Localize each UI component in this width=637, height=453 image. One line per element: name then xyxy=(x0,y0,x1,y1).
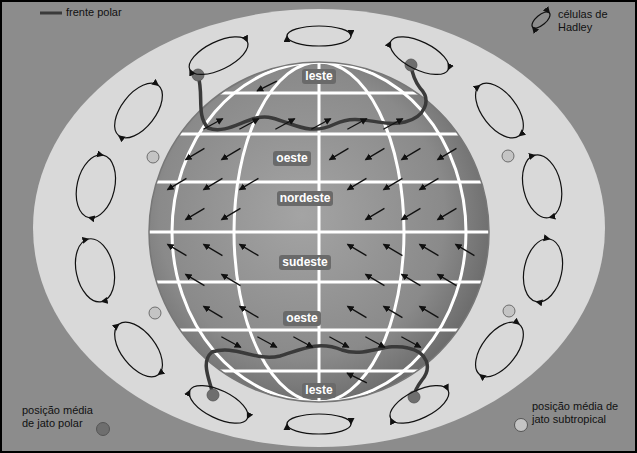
hadley-cells xyxy=(70,26,568,434)
wind-arrow xyxy=(222,274,241,285)
wind-arrow xyxy=(348,306,367,317)
wind-arrow xyxy=(186,274,205,285)
wind-arrow xyxy=(222,208,241,219)
wind-arrow xyxy=(204,306,223,317)
wind-arrow xyxy=(348,244,367,255)
wind-arrow xyxy=(438,208,457,219)
atmosphere-ring xyxy=(33,9,605,447)
legend-swatch xyxy=(514,418,528,432)
hadley-cell-icon xyxy=(529,9,552,31)
wind-arrow xyxy=(402,148,421,159)
wind-arrow xyxy=(329,337,348,348)
wind-arrow xyxy=(384,244,403,255)
wind-arrow xyxy=(383,119,402,130)
wind-arrow xyxy=(186,208,205,219)
wind-arrow xyxy=(347,119,366,130)
wind-arrow xyxy=(240,244,259,255)
wind-arrow xyxy=(222,148,241,159)
wind-arrow xyxy=(347,373,367,383)
wind-arrow xyxy=(420,306,439,317)
wind-arrow xyxy=(257,81,277,91)
wind-arrow xyxy=(366,274,385,285)
wind-arrow xyxy=(240,306,259,317)
legend-text: posição média de jato subtropical xyxy=(532,400,628,426)
wind-arrow xyxy=(221,337,240,348)
wind-arrow xyxy=(365,337,384,348)
wind-label: leste xyxy=(302,383,335,398)
wind-arrow xyxy=(293,337,312,348)
wind-arrow xyxy=(456,244,475,255)
wind-arrow xyxy=(168,178,187,189)
wind-label: sudeste xyxy=(279,255,330,270)
legend-item: posição média de jato polar xyxy=(22,404,102,430)
legend-item: frente polar xyxy=(66,6,186,19)
wind-arrow xyxy=(366,208,385,219)
wind-arrow xyxy=(186,148,205,159)
wind-label: nordeste xyxy=(277,191,334,206)
wind-label: leste xyxy=(302,69,335,84)
wind-arrow xyxy=(203,119,222,130)
legend-item: células de Hadley xyxy=(558,8,634,34)
wind-label: oeste xyxy=(273,151,310,166)
wind-arrow xyxy=(311,119,330,130)
wind-arrow xyxy=(330,148,349,159)
wind-arrow xyxy=(348,178,367,189)
wind-arrow xyxy=(366,148,385,159)
wind-arrow xyxy=(420,244,439,255)
polar-front-north xyxy=(198,65,426,130)
wind-arrow xyxy=(401,337,420,348)
wind-arrow xyxy=(438,148,457,159)
legend-text: frente polar xyxy=(66,6,186,19)
polar-front-south xyxy=(206,346,427,397)
legend-swatch xyxy=(96,422,110,436)
surface-winds xyxy=(168,81,475,383)
wind-arrow xyxy=(420,178,439,189)
wind-arrow xyxy=(384,306,403,317)
wind-label: oeste xyxy=(283,311,320,326)
wind-arrow xyxy=(204,178,223,189)
wind-arrow xyxy=(402,274,421,285)
wind-arrow xyxy=(239,119,258,130)
legend-item: posição média de jato subtropical xyxy=(532,400,628,426)
wind-arrow xyxy=(438,274,457,285)
wind-arrow xyxy=(204,244,223,255)
legend-text: células de Hadley xyxy=(558,8,634,34)
wind-arrow xyxy=(402,208,421,219)
jet-positions xyxy=(147,59,515,403)
wind-arrow xyxy=(257,337,276,348)
graticule xyxy=(140,60,500,404)
polar-front-sample xyxy=(40,12,62,15)
wind-arrow xyxy=(240,178,259,189)
legend-text: posição média de jato polar xyxy=(22,404,102,430)
wind-arrow xyxy=(384,178,403,189)
wind-arrow xyxy=(275,119,294,130)
wind-arrow xyxy=(168,244,187,255)
